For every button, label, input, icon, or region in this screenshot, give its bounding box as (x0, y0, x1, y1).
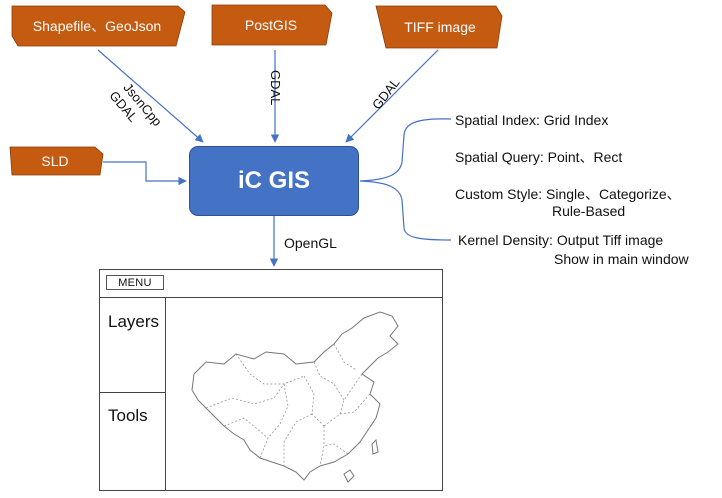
edge-tiff-core (345, 49, 439, 143)
feature-custom-style-line2: Rule-Based (552, 203, 626, 219)
source-tiff: TIFF image (404, 19, 476, 35)
feature-name: Kernel Density: (458, 232, 553, 248)
sidebar-panel: Layers Tools (100, 298, 166, 490)
edge-sld-core (103, 161, 187, 186)
layers-label: Layers (108, 312, 160, 331)
feature-custom-style: Custom Style: Single、Categorize、 (455, 184, 681, 204)
source-postgis: PostGIS (244, 17, 298, 33)
sidebar-divider (100, 392, 166, 393)
core-system-box: iC GIS (189, 146, 359, 216)
china-map-icon (191, 311, 399, 483)
feature-name: Custom Style: (455, 186, 543, 202)
edge-shapefile-core (97, 49, 204, 143)
source-sld-shape (9, 146, 104, 176)
app-window-mockup: MENU Layers Tools (99, 269, 443, 491)
edge-label-opengl: OpenGL (284, 235, 337, 251)
feature-spatial-query: Spatial Query: Point、Rect (455, 147, 622, 167)
feature-brace (359, 118, 452, 241)
feature-kernel-density: Kernel Density: Output Tiff image (458, 232, 663, 248)
source-shapefile: Shapefile、GeoJson (32, 18, 162, 34)
source-postgis-shape (211, 4, 333, 46)
tools-label: Tools (108, 406, 148, 425)
core-title: iC GIS (237, 167, 310, 194)
menu-button: MENU (106, 275, 164, 290)
feature-value: Point、Rect (547, 149, 623, 165)
source-tiff-shape (375, 5, 503, 49)
menu-bar: MENU (100, 270, 442, 298)
edge-label-gdal-postgis: GDAL (268, 70, 283, 106)
feature-spatial-index: Spatial Index: Grid Index (455, 112, 608, 128)
feature-kernel-density-line2: Show in main window (554, 251, 689, 267)
source-sld: SLD (41, 153, 69, 169)
feature-name: Spatial Query: (455, 149, 544, 165)
feature-name: Spatial Index: (455, 112, 540, 128)
source-shapefile-shape (11, 5, 186, 47)
feature-value: Grid Index (543, 112, 609, 128)
feature-value: Single、Categorize、 (546, 186, 681, 202)
feature-value: Output Tiff image (556, 232, 664, 248)
